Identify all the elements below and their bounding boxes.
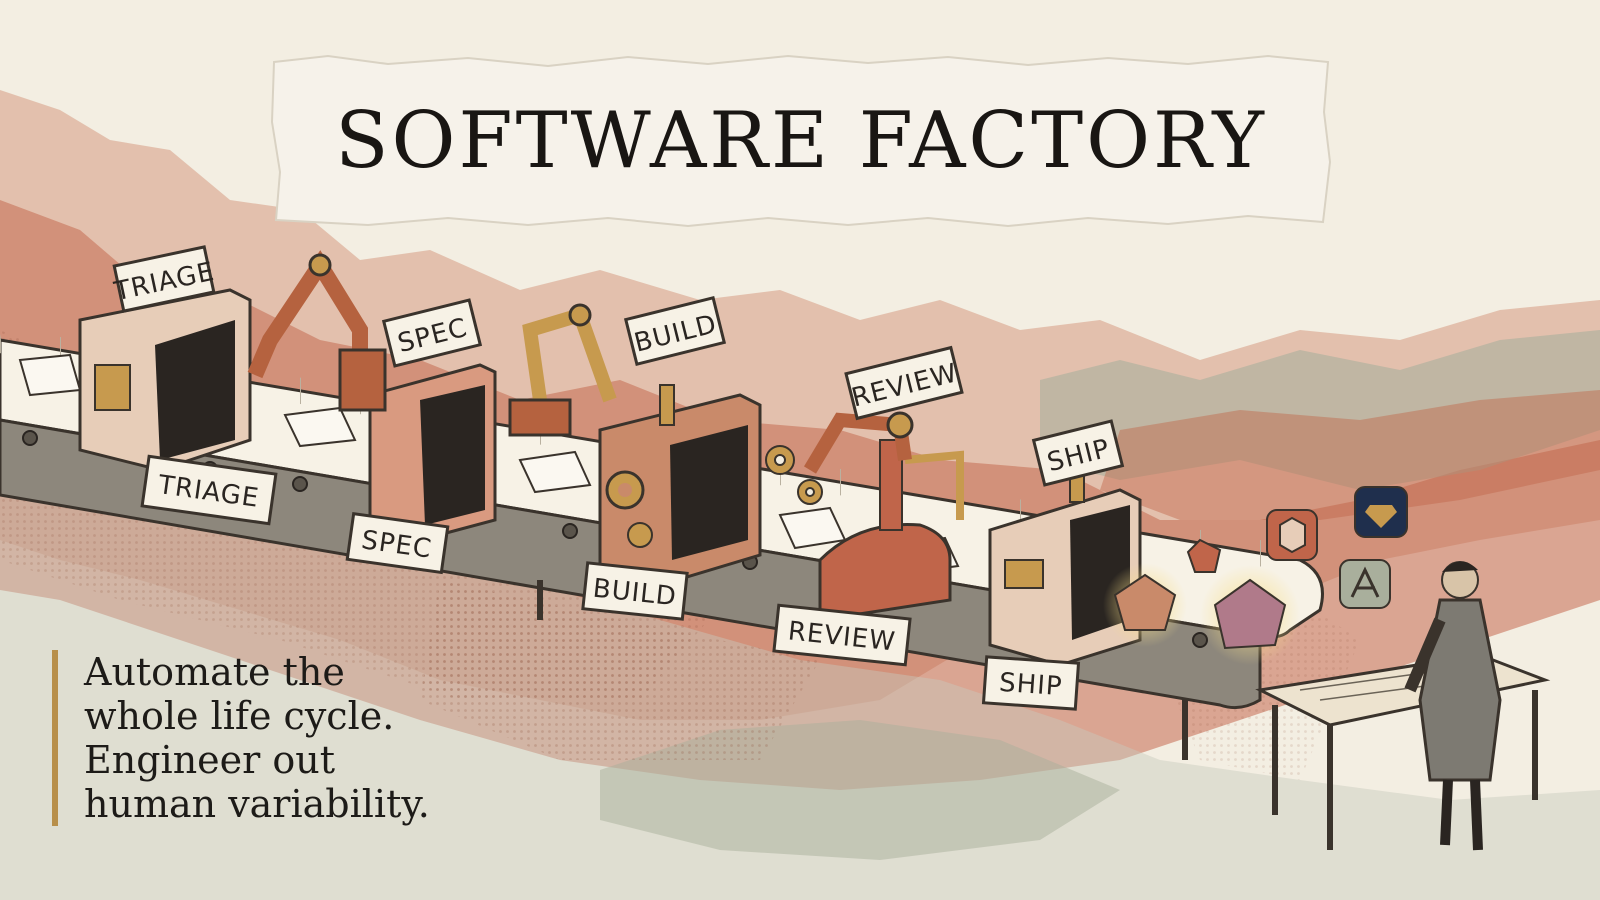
robot-arm-build — [508, 303, 617, 437]
page-title: SOFTWARE FACTORY — [335, 96, 1267, 186]
tagline-line-4: human variability. — [84, 782, 430, 826]
engineer-at-drafting-table — [1255, 561, 1551, 851]
torn-paper-banner — [270, 54, 1332, 228]
sign-triage-front: TRIAGE — [140, 454, 278, 526]
tagline-line-3: Engineer out — [84, 738, 336, 782]
robot-arm-review — [803, 411, 914, 474]
sign-review-front: REVIEW — [772, 603, 912, 667]
sign-triage-top: TRIAGE — [111, 245, 217, 313]
app-icon-cube — [1266, 509, 1318, 561]
sign-spec-top: SPEC — [381, 298, 483, 368]
sign-label-ship-front: SHIP — [998, 668, 1063, 702]
app-icons — [1266, 486, 1408, 609]
tagline-line-1: Automate the — [84, 650, 345, 694]
sign-review-top: REVIEW — [844, 345, 964, 421]
sign-ship-front: SHIP — [981, 655, 1081, 711]
output-gems — [1103, 538, 1300, 665]
robot-arm-triage — [247, 250, 387, 412]
sign-build-front: BUILD — [581, 561, 689, 621]
build-station — [598, 384, 762, 587]
title-banner: SOFTWARE FACTORY — [268, 52, 1334, 230]
sign-ship-top: SHIP — [1031, 419, 1125, 487]
tagline-line-2: whole life cycle. — [84, 694, 395, 738]
tagline: Automate the whole life cycle. Engineer … — [52, 650, 504, 826]
gears — [765, 445, 823, 505]
triage-station — [78, 288, 252, 472]
app-icon-store — [1339, 559, 1391, 609]
review-station — [818, 439, 964, 622]
spec-station — [368, 363, 497, 542]
app-icon-diamond — [1354, 486, 1408, 538]
sign-spec-front: SPEC — [345, 511, 450, 575]
